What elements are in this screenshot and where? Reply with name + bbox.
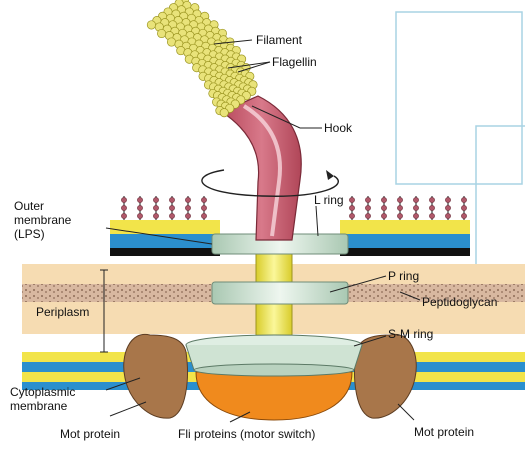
lps-bead xyxy=(397,205,402,210)
lps-bead xyxy=(185,197,190,202)
label-cytoplasmic-membrane-line1: Cytoplasmic xyxy=(10,385,75,399)
p-ring-shape xyxy=(212,282,348,304)
lps-bead xyxy=(185,205,190,210)
lps-bead xyxy=(201,205,206,210)
lps-bead xyxy=(153,213,158,218)
lps-bead xyxy=(413,205,418,210)
lps-bead xyxy=(381,213,386,218)
lps-bead xyxy=(201,213,206,218)
label-mot-protein-right: Mot protein xyxy=(414,425,474,439)
flagellin-bead xyxy=(147,21,155,29)
label-fli-proteins: Fli proteins (motor switch) xyxy=(178,427,315,441)
lps-bead xyxy=(429,197,434,202)
lps-bead xyxy=(137,197,142,202)
flagellin-bead xyxy=(220,109,228,117)
lps-bead xyxy=(121,205,126,210)
lps-bead xyxy=(365,213,370,218)
lps-bead xyxy=(413,197,418,202)
sm-ring-shape xyxy=(186,335,362,376)
lps-bead xyxy=(461,205,466,210)
flagellin-bead xyxy=(167,38,175,46)
lps-chains-right xyxy=(349,196,466,220)
lps-bead xyxy=(349,197,354,202)
lps-bead xyxy=(153,197,158,202)
lps-bead xyxy=(137,205,142,210)
label-flagellin: Flagellin xyxy=(272,55,317,69)
lps-bead xyxy=(429,213,434,218)
lps-bead xyxy=(169,213,174,218)
lps-bead xyxy=(429,205,434,210)
label-outer-membrane-line2: membrane xyxy=(14,213,72,227)
label-p-ring: P ring xyxy=(388,269,419,283)
lps-bead xyxy=(397,197,402,202)
lps-bead xyxy=(461,213,466,218)
label-sm-ring: S-M ring xyxy=(388,327,433,341)
lps-bead xyxy=(349,213,354,218)
label-filament: Filament xyxy=(256,33,303,47)
lps-bead xyxy=(445,205,450,210)
label-peptidoglycan: Peptidoglycan xyxy=(422,295,497,309)
outer-membrane-right xyxy=(340,220,470,256)
label-periplasm: Periplasm xyxy=(36,305,89,319)
mot-protein-right-shape xyxy=(355,334,417,418)
label-mot-protein-left: Mot protein xyxy=(60,427,120,441)
lps-bead xyxy=(349,205,354,210)
lps-bead xyxy=(121,213,126,218)
label-l-ring: L ring xyxy=(314,193,344,207)
mot-protein-left-shape xyxy=(124,334,188,418)
lps-bead xyxy=(397,213,402,218)
lps-bead xyxy=(461,197,466,202)
lps-bead xyxy=(365,205,370,210)
label-hook: Hook xyxy=(324,121,353,135)
lps-bead xyxy=(169,205,174,210)
fli-proteins-shape xyxy=(196,372,352,420)
lps-bead xyxy=(153,205,158,210)
lps-bead xyxy=(137,213,142,218)
label-outer-membrane-line1: Outer xyxy=(14,199,44,213)
lps-chains-left xyxy=(121,196,206,220)
lps-bead xyxy=(121,197,126,202)
lps-bead xyxy=(365,197,370,202)
lps-bead xyxy=(381,205,386,210)
lps-bead xyxy=(445,213,450,218)
lps-bead xyxy=(201,197,206,202)
label-outer-membrane-line3: (LPS) xyxy=(14,227,45,241)
filament-shape xyxy=(147,0,257,117)
label-cytoplasmic-membrane-line2: membrane xyxy=(10,399,68,413)
outer-membrane-left xyxy=(110,220,220,256)
flagellin-bead xyxy=(157,29,165,37)
lps-bead xyxy=(413,213,418,218)
lps-bead xyxy=(445,197,450,202)
panel-upper xyxy=(396,12,522,184)
lps-bead xyxy=(185,213,190,218)
lps-bead xyxy=(381,197,386,202)
lps-bead xyxy=(169,197,174,202)
